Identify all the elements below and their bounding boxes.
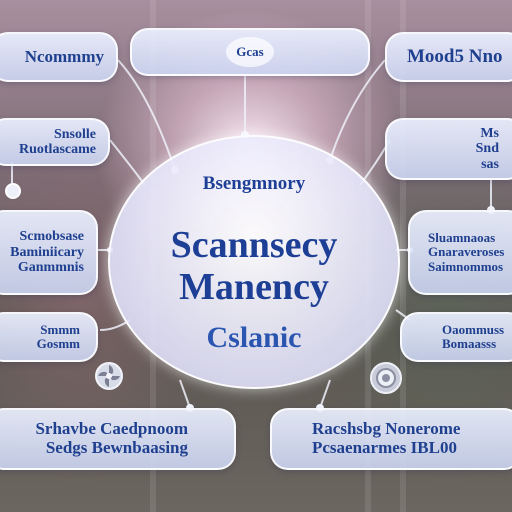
- right-box-1-line1: Ms: [480, 125, 499, 141]
- top-right-box[interactable]: Mood5 Nno: [385, 32, 512, 82]
- right-box-2-line3: Saimnommos: [428, 258, 504, 274]
- center-title-line1: Scannsecy: [170, 224, 338, 266]
- top-left-box[interactable]: Ncommmy: [0, 32, 118, 82]
- left-box-2-line3: Ganmmnis: [17, 260, 84, 276]
- center-title-line3: Cslanic: [206, 321, 302, 354]
- right-box-3[interactable]: Oaommuss Bomaasss: [400, 312, 512, 362]
- right-box-3-line2: Bomaasss: [442, 336, 497, 351]
- right-box-2-line2: Gnaraveroses: [428, 244, 505, 260]
- center-subtitle: Bsengmnory: [202, 173, 306, 194]
- center-node[interactable]: Bsengmnory Scannsecy Manency Cslanic: [108, 135, 400, 389]
- left-box-2-line2: Baminiicary: [10, 244, 84, 260]
- left-box-1-line1: Snsolle: [53, 126, 96, 142]
- right-box-2[interactable]: Sluamnaoas Gnaraveroses Saimnommos: [408, 210, 512, 295]
- bottom-right-line1: Racshsbg Nonerome: [312, 419, 461, 439]
- bottom-left-box[interactable]: Srhavbe Caedpnoom Sedgs Bewnbaasing: [0, 408, 236, 470]
- bottom-left-line2: Sedgs Bewnbaasing: [45, 438, 188, 457]
- left-box-3-line1: Smmm: [40, 321, 80, 337]
- right-box-3-line1: Oaommuss: [442, 321, 505, 337]
- left-box-3-line2: Gosmm: [36, 336, 80, 351]
- left-box-2[interactable]: Scmobsase Baminiicary Ganmmnis: [0, 210, 98, 295]
- small-node-icon: [5, 183, 21, 199]
- right-box-1[interactable]: Ms Snd sas: [385, 118, 512, 180]
- top-right-label: Mood5 Nno: [407, 45, 503, 67]
- center-title-line2: Manency: [179, 266, 329, 308]
- top-center-label: Gcas: [226, 36, 274, 68]
- left-box-1[interactable]: Snsolle Ruotlascame: [0, 118, 110, 166]
- bottom-left-line1: Srhavbe Caedpnoom: [35, 419, 188, 439]
- right-box-2-line1: Sluamnaoas: [428, 230, 496, 246]
- top-center-box[interactable]: Gcas: [130, 28, 370, 76]
- left-box-2-line1: Scmobsase: [19, 229, 84, 245]
- bottom-right-box[interactable]: Racshsbg Nonerome Pcsaenarmes IBL00: [270, 408, 512, 470]
- right-box-1-line3: sas: [481, 156, 499, 172]
- top-left-label: Ncommmy: [24, 46, 104, 66]
- left-box-1-line2: Ruotlascame: [19, 142, 96, 157]
- bottom-right-line2: Pcsaenarmes IBL00: [312, 438, 457, 457]
- dial-icon: [370, 362, 402, 394]
- left-box-3[interactable]: Smmm Gosmm: [0, 312, 98, 362]
- right-box-1-line2: Snd: [475, 141, 499, 157]
- fan-gear-icon: [95, 362, 123, 390]
